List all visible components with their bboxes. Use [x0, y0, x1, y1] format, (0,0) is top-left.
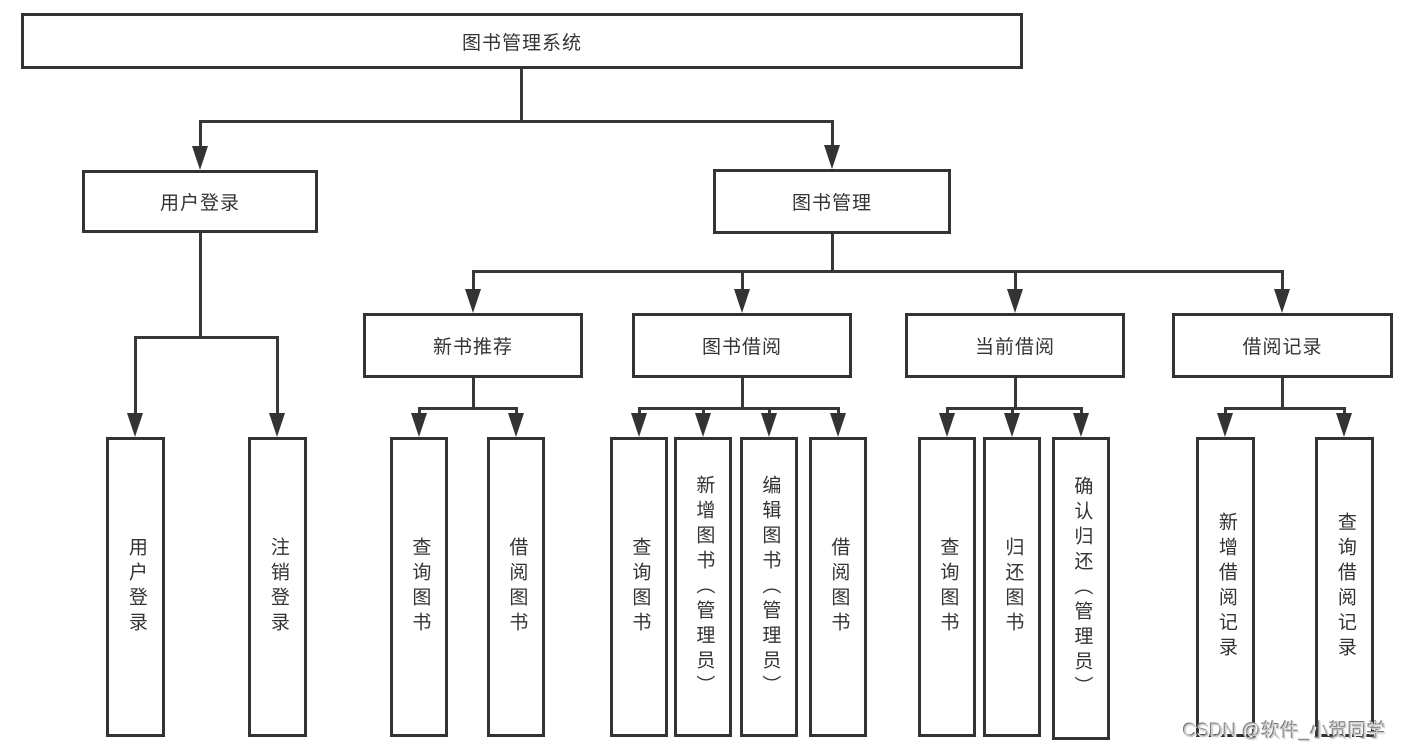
- leaf-cb-confirm-return-admin: 确认归还（管理员）: [1052, 437, 1110, 740]
- arrow-to-bb-add: [695, 413, 711, 437]
- leaf-bb-borrow-books: 借阅图书: [809, 437, 867, 737]
- arrow-to-borrow-records: [1274, 289, 1290, 313]
- arrow-to-user-login: [192, 146, 208, 170]
- connector-bb-query-drop: [638, 407, 641, 416]
- leaf-cb-return-book: 归还图书: [983, 437, 1041, 737]
- arrow-to-cb-return: [1004, 413, 1020, 437]
- connector-nb-query-drop: [418, 407, 421, 416]
- connector-cb-confirm-drop: [1080, 407, 1083, 416]
- leaf-nb-query-books-label: 查询图书: [409, 537, 431, 637]
- node-book-borrowing: 图书借阅: [632, 313, 852, 378]
- leaf-bb-query-books: 查询图书: [610, 437, 668, 737]
- connector-cb-return-drop: [1011, 407, 1014, 416]
- leaf-cb-query-books: 查询图书: [918, 437, 976, 737]
- arrow-to-bb-edit: [761, 413, 777, 437]
- node-current-borrowing-label: 当前借阅: [974, 337, 1055, 358]
- leaf-br-add-record-label: 新增借阅记录: [1215, 512, 1237, 662]
- node-borrow-records-label: 借阅记录: [1242, 337, 1323, 358]
- node-current-borrowing: 当前借阅: [905, 313, 1125, 378]
- leaf-cb-confirm-return-admin-label: 确认归还（管理员）: [1071, 476, 1093, 701]
- connector-book-mgmt-drop: [831, 120, 834, 147]
- node-user-login-branch: 用户登录: [82, 170, 318, 233]
- connector-leaf-logout-drop: [276, 336, 279, 414]
- leaf-br-add-record: 新增借阅记录: [1196, 437, 1255, 737]
- leaf-logout: 注销登录: [248, 437, 307, 737]
- connector-bb-borrow-drop: [837, 407, 840, 416]
- connector-book-borrow-stem: [741, 378, 744, 410]
- leaf-br-query-record: 查询借阅记录: [1315, 437, 1374, 737]
- arrow-to-nb-query: [411, 413, 427, 437]
- connector-current-borrow-stem: [1014, 378, 1017, 410]
- connector-new-book-drop: [472, 270, 475, 291]
- leaf-bb-add-book-admin: 新增图书（管理员）: [674, 437, 732, 737]
- arrow-to-cb-confirm: [1073, 413, 1089, 437]
- leaf-cb-return-book-label: 归还图书: [1002, 537, 1024, 637]
- watermark: CSDN @软件_小贺同学: [1183, 721, 1386, 742]
- leaf-bb-borrow-books-label: 借阅图书: [828, 537, 850, 637]
- connector-user-login-stem: [199, 233, 202, 339]
- arrow-to-br-query: [1336, 413, 1352, 437]
- connector-root-rail: [199, 120, 834, 123]
- leaf-br-query-record-label: 查询借阅记录: [1334, 512, 1356, 662]
- leaf-user-login: 用户登录: [106, 437, 165, 737]
- connector-current-borrow-rail: [946, 407, 1083, 410]
- arrow-to-bb-borrow: [830, 413, 846, 437]
- leaf-nb-query-books: 查询图书: [390, 437, 448, 737]
- connector-book-borrow-drop: [741, 270, 744, 291]
- connector-new-book-rail: [418, 407, 518, 410]
- arrow-to-leaf-logout: [269, 413, 285, 437]
- arrow-to-nb-borrow: [508, 413, 524, 437]
- connector-br-query-drop: [1343, 407, 1346, 416]
- connector-new-book-stem: [472, 378, 475, 410]
- connector-cb-query-drop: [946, 407, 949, 416]
- node-user-login-branch-label: 用户登录: [159, 193, 240, 214]
- leaf-nb-borrow-books-label: 借阅图书: [506, 537, 528, 637]
- node-borrow-records: 借阅记录: [1172, 313, 1393, 378]
- arrow-to-leaf-login: [127, 413, 143, 437]
- connector-borrow-records-rail: [1224, 407, 1346, 410]
- connector-book-mgmt-rail: [472, 270, 1283, 273]
- leaf-user-login-label: 用户登录: [125, 537, 147, 637]
- node-book-management: 图书管理: [713, 169, 951, 234]
- node-library-system-label: 图书管理系统: [461, 32, 582, 54]
- leaf-bb-add-book-admin-label: 新增图书（管理员）: [693, 474, 715, 700]
- connector-bb-edit-drop: [768, 407, 771, 416]
- arrow-to-br-add: [1217, 413, 1233, 437]
- connector-book-mgmt-stem: [831, 234, 834, 273]
- leaf-bb-edit-book-admin: 编辑图书（管理员）: [740, 437, 798, 737]
- leaf-cb-query-books-label: 查询图书: [937, 537, 959, 637]
- connector-bb-add-drop: [702, 407, 705, 416]
- connector-user-login-drop: [199, 120, 202, 148]
- node-book-borrowing-label: 图书借阅: [701, 337, 782, 358]
- connector-borrow-records-stem: [1281, 378, 1284, 410]
- arrow-to-bb-query: [631, 413, 647, 437]
- connector-user-login-rail: [134, 336, 279, 339]
- node-book-management-label: 图书管理: [791, 193, 872, 214]
- leaf-logout-label: 注销登录: [267, 537, 289, 637]
- arrow-to-book-borrow: [734, 289, 750, 313]
- leaf-bb-query-books-label: 查询图书: [629, 537, 651, 637]
- connector-book-borrow-rail: [638, 407, 840, 410]
- arrow-to-current-borrow: [1007, 289, 1023, 313]
- connector-root-stem: [520, 69, 523, 122]
- leaf-bb-edit-book-admin-label: 编辑图书（管理员）: [759, 474, 781, 700]
- node-library-system: 图书管理系统: [21, 13, 1023, 69]
- node-new-book-recommend: 新书推荐: [363, 313, 583, 378]
- arrow-to-book-mgmt: [824, 145, 840, 169]
- arrow-to-new-book: [465, 289, 481, 313]
- connector-nb-borrow-drop: [515, 407, 518, 416]
- connector-leaf-login-drop: [134, 336, 137, 414]
- node-new-book-recommend-label: 新书推荐: [432, 337, 513, 358]
- arrow-to-cb-query: [939, 413, 955, 437]
- leaf-nb-borrow-books: 借阅图书: [487, 437, 545, 737]
- connector-borrow-records-drop: [1281, 270, 1284, 291]
- connector-br-add-drop: [1224, 407, 1227, 416]
- connector-current-borrow-drop: [1014, 270, 1017, 291]
